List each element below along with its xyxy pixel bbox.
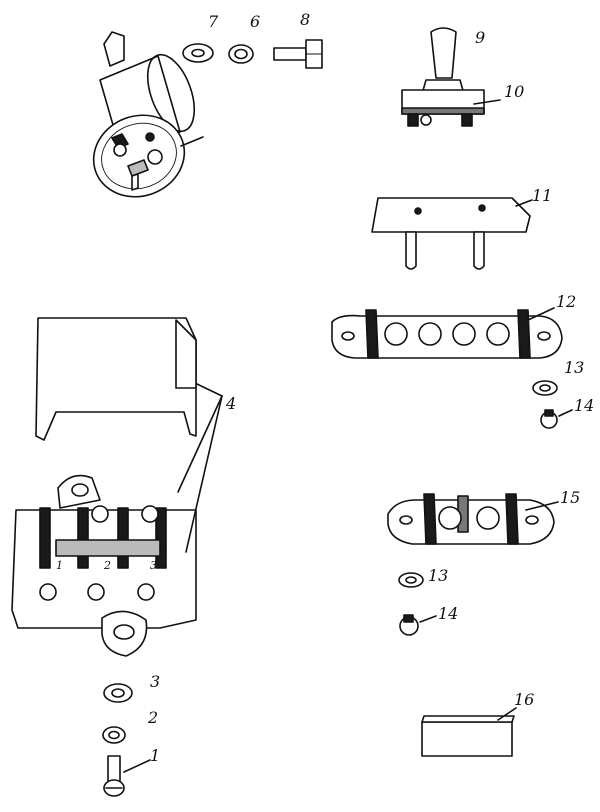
- screw-1: [103, 755, 151, 797]
- washer-6: [228, 44, 254, 64]
- cover-4: [35, 317, 223, 441]
- terminal-strip-12: [331, 307, 563, 359]
- washer-13-upper: [532, 380, 558, 396]
- terminal-mark-3: 3: [150, 559, 157, 572]
- screw-14-lower: [399, 614, 437, 636]
- spring-washer-2: [102, 726, 126, 744]
- callout-9: 9: [475, 28, 486, 47]
- bolt-8: [273, 39, 323, 69]
- callout-16: 16: [514, 690, 535, 709]
- screw-14-upper: [540, 409, 573, 429]
- washer-7: [182, 43, 214, 63]
- terminal-base-block: [11, 474, 197, 657]
- callout-12: 12: [556, 292, 577, 311]
- callout-14-upper: 14: [574, 396, 595, 415]
- callout-6: 6: [250, 12, 261, 31]
- callout-7: 7: [208, 12, 219, 31]
- callout-14-lower: 14: [438, 604, 459, 623]
- terminal-strip-15: [387, 493, 559, 545]
- cylindrical-relay: [92, 31, 204, 198]
- callout-13-lower: 13: [428, 566, 449, 585]
- callout-1: 1: [150, 746, 161, 765]
- callout-15: 15: [560, 488, 581, 507]
- callout-8: 8: [300, 10, 311, 29]
- bracket-11: [371, 197, 533, 270]
- callout-10: 10: [504, 82, 525, 101]
- leader-line-4b: [185, 395, 223, 553]
- callout-13-upper: 13: [564, 358, 585, 377]
- leader-line-4a: [177, 395, 223, 493]
- washer-3: [103, 683, 133, 703]
- callout-11: 11: [532, 186, 553, 205]
- callout-3: 3: [150, 672, 161, 691]
- insulating-block-16: [421, 707, 517, 757]
- callout-2: 2: [148, 708, 159, 727]
- callout-4: 4: [226, 394, 237, 413]
- terminal-mark-2: 2: [104, 559, 111, 572]
- push-button-switch: [401, 27, 501, 127]
- terminal-mark-1: 1: [56, 559, 63, 572]
- washer-13-lower: [398, 572, 424, 588]
